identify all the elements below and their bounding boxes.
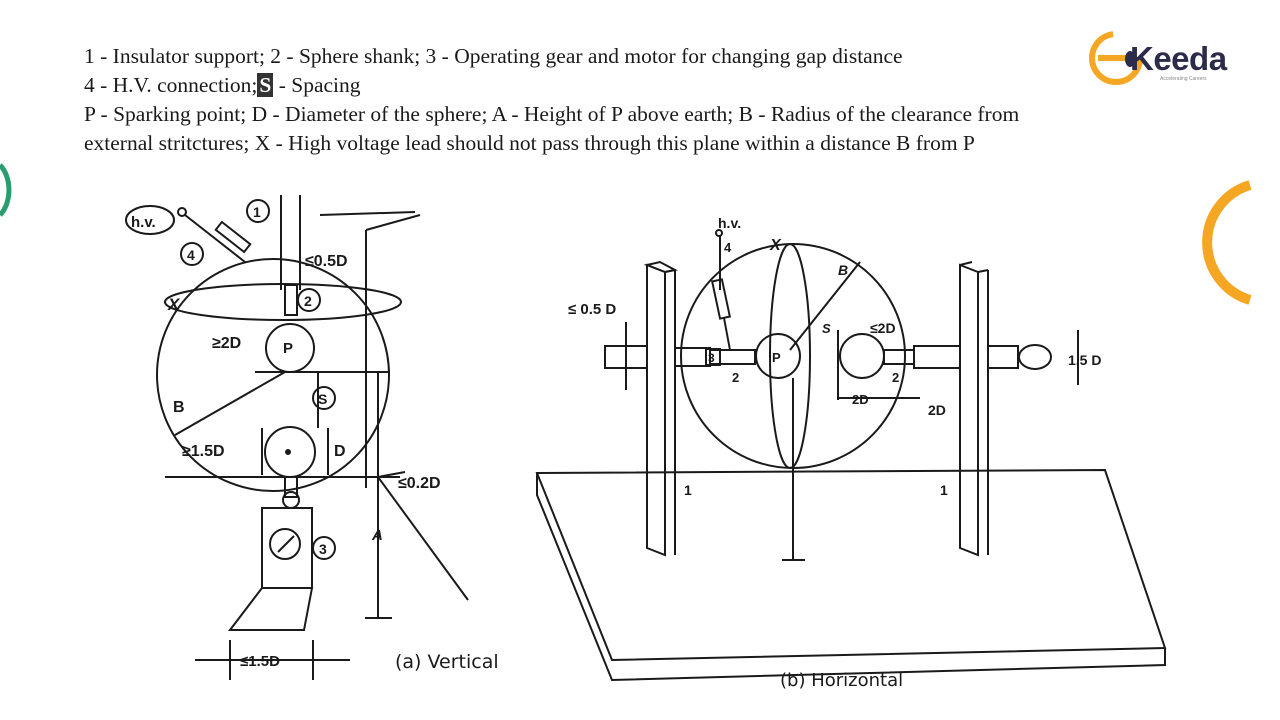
- horizontal-label-3-box: [705, 348, 721, 366]
- logo-text: Keeda: [1130, 40, 1227, 77]
- horizontal-shaft-end: [1018, 344, 1052, 370]
- horizontal-label-2d-top: ≤2D: [870, 320, 896, 336]
- horizontal-arrangement: [535, 229, 1167, 682]
- legend-line-1: 1 - Insulator support; 2 - Sphere shank;…: [84, 44, 903, 68]
- vertical-gear-needle: [277, 535, 295, 553]
- vertical-label-15d-width: ≤1.5D: [240, 653, 280, 670]
- vertical-label-3-circle: [312, 536, 336, 560]
- vertical-caption: (a) Vertical: [395, 651, 499, 673]
- vertical-shank-knob: [282, 491, 300, 509]
- horizontal-support-right-top: [959, 261, 973, 266]
- vertical-shank-top: [284, 284, 298, 316]
- legend-line-2c: - Spacing: [273, 73, 361, 97]
- vertical-gear-base: [227, 587, 314, 631]
- horizontal-label-15d: 1.5 D: [1068, 352, 1101, 368]
- vertical-label-p: P: [283, 340, 293, 357]
- vertical-hv-lead: [184, 214, 246, 263]
- horizontal-caption: (b) Horizontal: [780, 670, 903, 691]
- vertical-label-2: 2: [304, 293, 312, 309]
- horizontal-hv-terminal: [715, 229, 723, 237]
- vertical-x-plane: [164, 283, 402, 321]
- logo-ring-icon: [1089, 31, 1143, 85]
- vertical-sphere-dot: [285, 449, 291, 455]
- vertical-radius-b: [174, 371, 286, 436]
- horizontal-support-left: [646, 263, 666, 557]
- vertical-label-s-circle: [312, 386, 336, 410]
- horizontal-radius-b: [789, 261, 861, 351]
- horizontal-base-edge: [536, 473, 1166, 682]
- vertical-label-1-circle: [246, 199, 270, 223]
- horizontal-label-1b: 1: [940, 482, 948, 498]
- horizontal-label-2b: 2: [892, 370, 899, 385]
- vertical-label-02d: ≤0.2D: [398, 475, 441, 492]
- horizontal-label-p: P: [772, 350, 781, 365]
- vertical-label-4: 4: [187, 247, 195, 263]
- horizontal-base-plate: [535, 468, 1167, 662]
- horizontal-label-x: X: [769, 237, 782, 254]
- logo-subtext: Accelerating Careers: [1160, 76, 1207, 82]
- vertical-frame-diagonal: [365, 214, 421, 231]
- horizontal-shank-right: [883, 349, 915, 365]
- legend-line-3: P - Sparking point; D - Diameter of the …: [84, 102, 1020, 126]
- horizontal-label-1a: 1: [684, 482, 692, 498]
- horizontal-label-2a: 2: [732, 370, 739, 385]
- vertical-label-4-circle: [180, 242, 204, 266]
- vertical-label-05d: ≤0.5D: [305, 253, 348, 270]
- legend-line-2: 4 - H.V. connection;S - Spacing: [84, 71, 1164, 100]
- horizontal-sphere-p: [755, 333, 801, 379]
- horizontal-label-05d: ≤ 0.5 D: [568, 301, 616, 318]
- horizontal-label-3: 3: [708, 351, 715, 365]
- horizontal-label-hv: h.v.: [718, 215, 741, 231]
- vertical-label-1: 1: [253, 204, 261, 220]
- vertical-label-2d: ≥2D: [212, 335, 241, 352]
- vertical-label-hv: h.v.: [131, 214, 156, 231]
- vertical-label-b: B: [173, 399, 185, 416]
- horizontal-label-4: 4: [724, 240, 732, 255]
- vertical-arrangement: [125, 195, 469, 680]
- vertical-label-15d: ≥1.5D: [182, 443, 225, 460]
- legend-spacing-symbol: S: [257, 73, 274, 97]
- horizontal-x-plane: [769, 243, 811, 469]
- horizontal-shaft-right-outer: [987, 345, 1019, 369]
- legend: 1 - Insulator support; 2 - Sphere shank;…: [84, 42, 1164, 158]
- horizontal-label-2d-right: 2D: [928, 402, 946, 418]
- horizontal-hv-drop: [723, 317, 731, 351]
- vertical-gear-dial: [269, 528, 301, 560]
- vertical-02d-leader: [377, 471, 406, 478]
- decor-arc-left-green: [0, 163, 12, 217]
- vertical-label-x: X: [167, 295, 181, 314]
- horizontal-shank-left: [709, 349, 756, 365]
- vertical-label-2-circle: [297, 288, 321, 312]
- vertical-hv-connector: [214, 220, 252, 254]
- legend-line-4: external stritctures; X - High voltage l…: [84, 131, 975, 155]
- vertical-label-d: D: [334, 443, 346, 460]
- vertical-clearance-circle: [156, 258, 390, 492]
- horizontal-label-s: S: [822, 321, 831, 336]
- horizontal-support-right-edge: [977, 269, 989, 273]
- ekeeda-logo: Keeda Accelerating Careers: [1088, 26, 1238, 92]
- vertical-label-a: A: [371, 527, 383, 544]
- horizontal-shaft-right-inner: [913, 345, 961, 369]
- horizontal-label-2d-mid: 2D: [852, 392, 869, 407]
- vertical-frame-top: [319, 211, 416, 216]
- horizontal-support-right: [959, 263, 979, 557]
- horizontal-hv-connector: [710, 278, 732, 320]
- legend-line-2a: 4 - H.V. connection;: [84, 73, 258, 97]
- vertical-label-3: 3: [319, 541, 327, 557]
- decor-arc-right: [1202, 180, 1252, 305]
- vertical-gear-box: [261, 507, 313, 589]
- horizontal-label-b: B: [838, 262, 848, 278]
- vertical-label-s: S: [318, 391, 327, 407]
- vertical-02d-line: [377, 476, 469, 601]
- horizontal-sphere-right: [839, 333, 885, 379]
- vertical-hv-terminal: [177, 207, 187, 217]
- horizontal-support-left-edge: [664, 269, 676, 273]
- vertical-hv-label-ellipse: [125, 205, 175, 235]
